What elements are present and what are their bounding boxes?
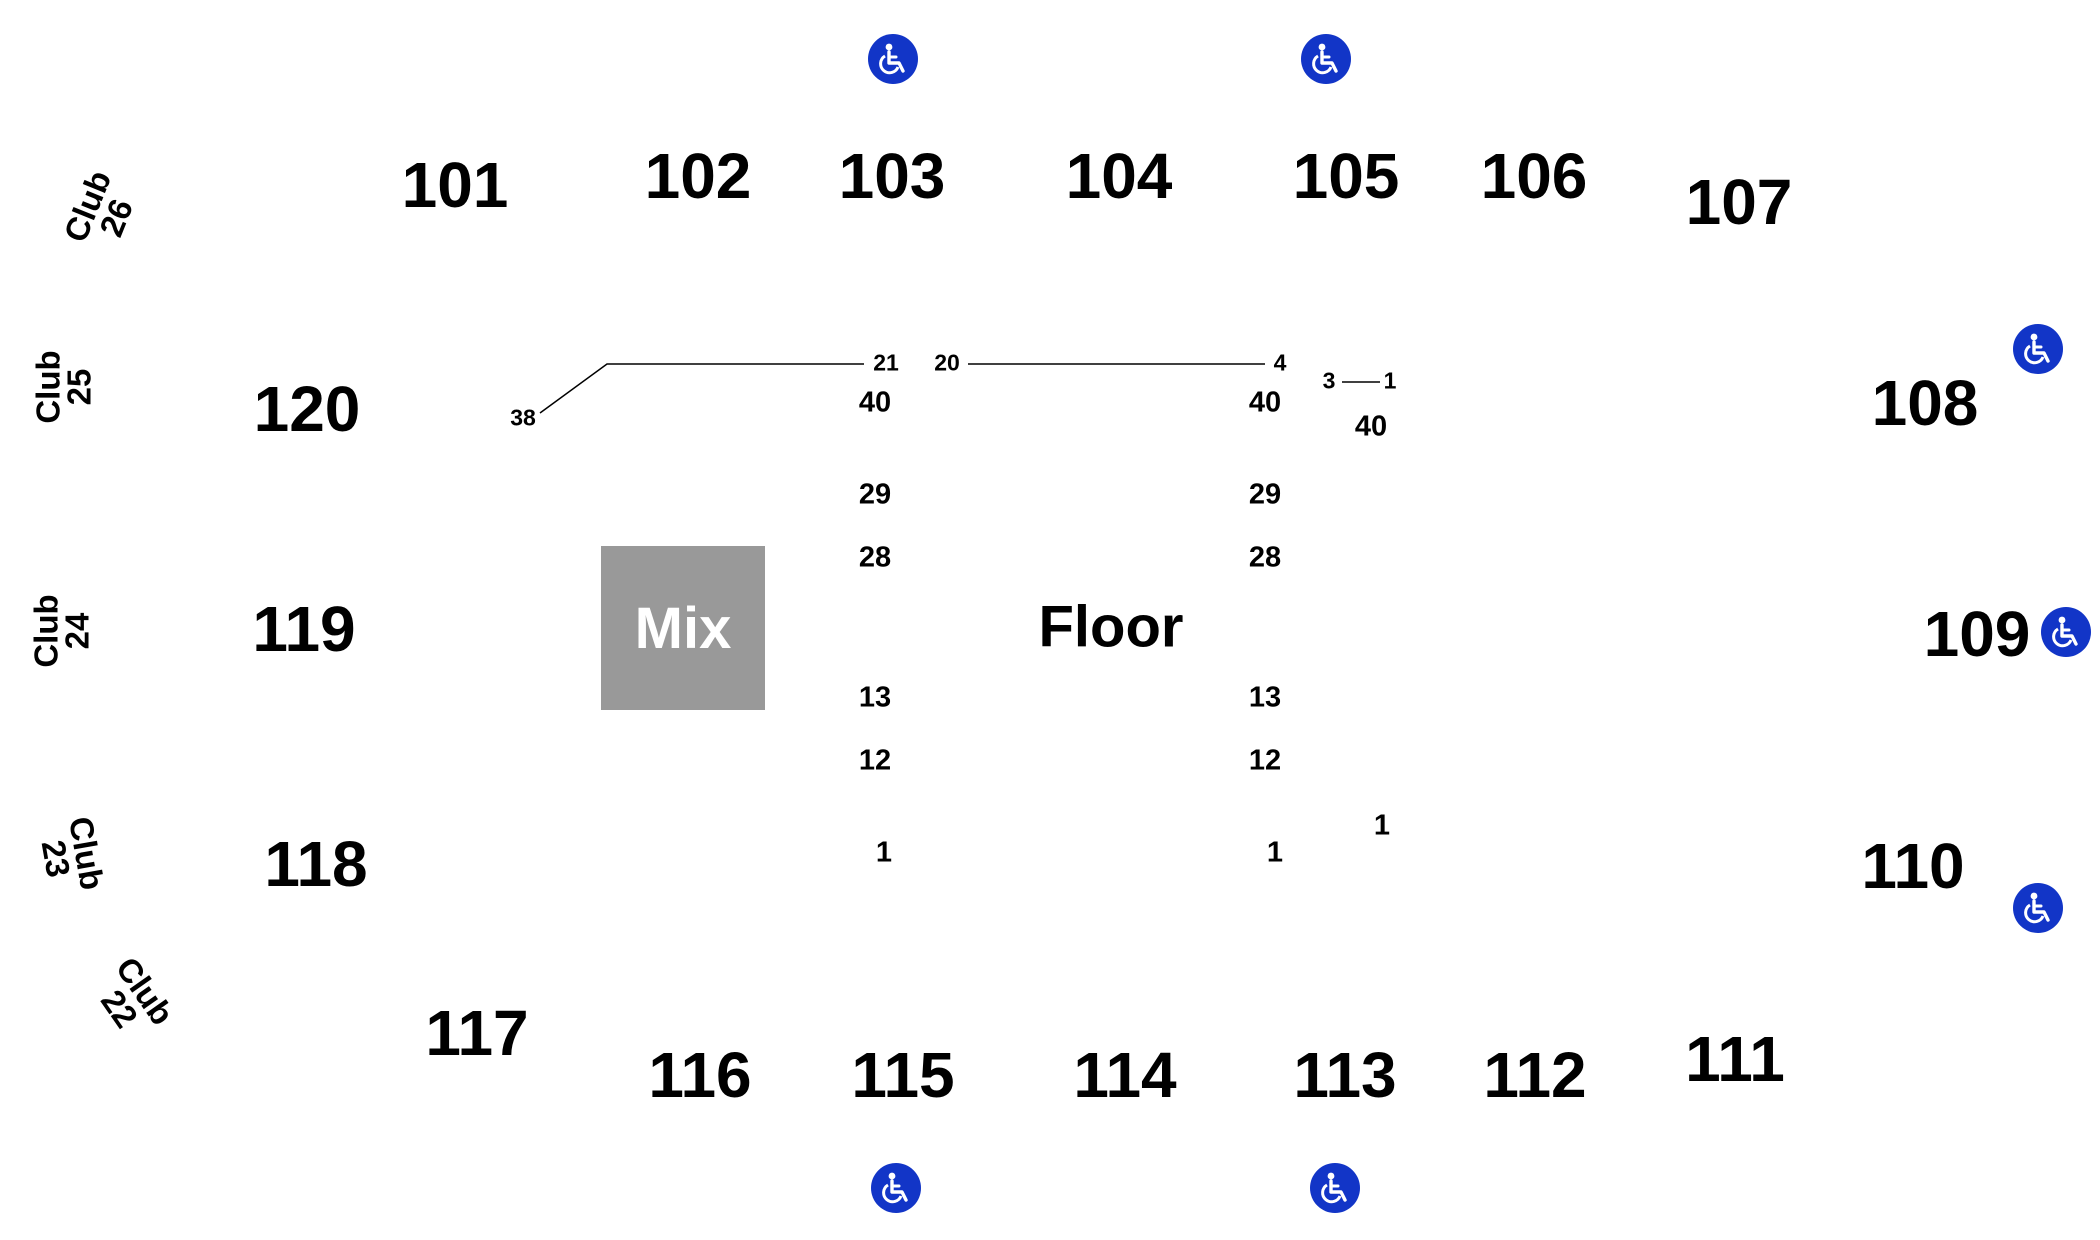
floor-section[interactable]: Floor — [1038, 594, 1184, 660]
section-110[interactable]: 110 — [1861, 830, 1965, 902]
wheelchair-icon[interactable] — [1310, 1163, 1360, 1213]
row-label: 13 — [858, 681, 892, 714]
section-107[interactable]: 107 — [1685, 166, 1793, 238]
wheelchair-icon[interactable] — [1301, 34, 1351, 84]
wheelchair-icon[interactable] — [2013, 324, 2063, 374]
row-label: 28 — [1248, 541, 1282, 574]
row-label: 29 — [1248, 478, 1282, 511]
wheelchair-icon[interactable] — [868, 34, 918, 84]
row-label: 12 — [858, 744, 892, 777]
row-label: 29 — [858, 478, 892, 511]
row-label: 4 — [1273, 349, 1287, 376]
section-111[interactable]: 111 — [1685, 1023, 1785, 1095]
section-109[interactable]: 109 — [1923, 598, 2031, 670]
section-105[interactable]: 105 — [1292, 140, 1400, 212]
mix-position: Mix — [601, 546, 765, 710]
section-120[interactable]: 120 — [253, 373, 361, 445]
section-119[interactable]: 119 — [252, 593, 356, 665]
section-114[interactable]: 114 — [1073, 1039, 1177, 1111]
row-label: 1 — [875, 836, 893, 869]
wheelchair-icon[interactable] — [871, 1163, 921, 1213]
row-label: 28 — [858, 541, 892, 574]
section-117[interactable]: 117 — [425, 997, 529, 1069]
wheelchair-icon[interactable] — [2041, 607, 2091, 657]
section-104[interactable]: 104 — [1065, 140, 1173, 212]
row-label: 12 — [1248, 744, 1282, 777]
row-label: 1 — [1373, 809, 1391, 842]
section-113[interactable]: 113 — [1293, 1039, 1397, 1111]
row-label: 40 — [858, 386, 892, 419]
row-label: 38 — [510, 404, 536, 431]
row-label: 1 — [1266, 836, 1284, 869]
section-103[interactable]: 103 — [838, 140, 946, 212]
mix-label: Mix — [634, 595, 732, 661]
row-label: 40 — [1248, 386, 1282, 419]
section-106[interactable]: 106 — [1480, 140, 1588, 212]
section-108[interactable]: 108 — [1871, 367, 1979, 439]
row-line-left — [539, 363, 864, 414]
section-115[interactable]: 115 — [851, 1039, 955, 1111]
row-label: 21 — [873, 349, 899, 376]
section-102[interactable]: 102 — [644, 140, 752, 212]
row-label: 1 — [1383, 367, 1397, 394]
row-label: 3 — [1322, 367, 1336, 394]
row-label: 20 — [934, 349, 960, 376]
wheelchair-icon[interactable] — [2013, 883, 2063, 933]
row-label: 40 — [1354, 410, 1388, 443]
section-118[interactable]: 118 — [264, 828, 368, 900]
section-116[interactable]: 116 — [648, 1039, 752, 1111]
section-101[interactable]: 101 — [401, 149, 509, 221]
row-label: 13 — [1248, 681, 1282, 714]
section-112[interactable]: 112 — [1483, 1039, 1587, 1111]
